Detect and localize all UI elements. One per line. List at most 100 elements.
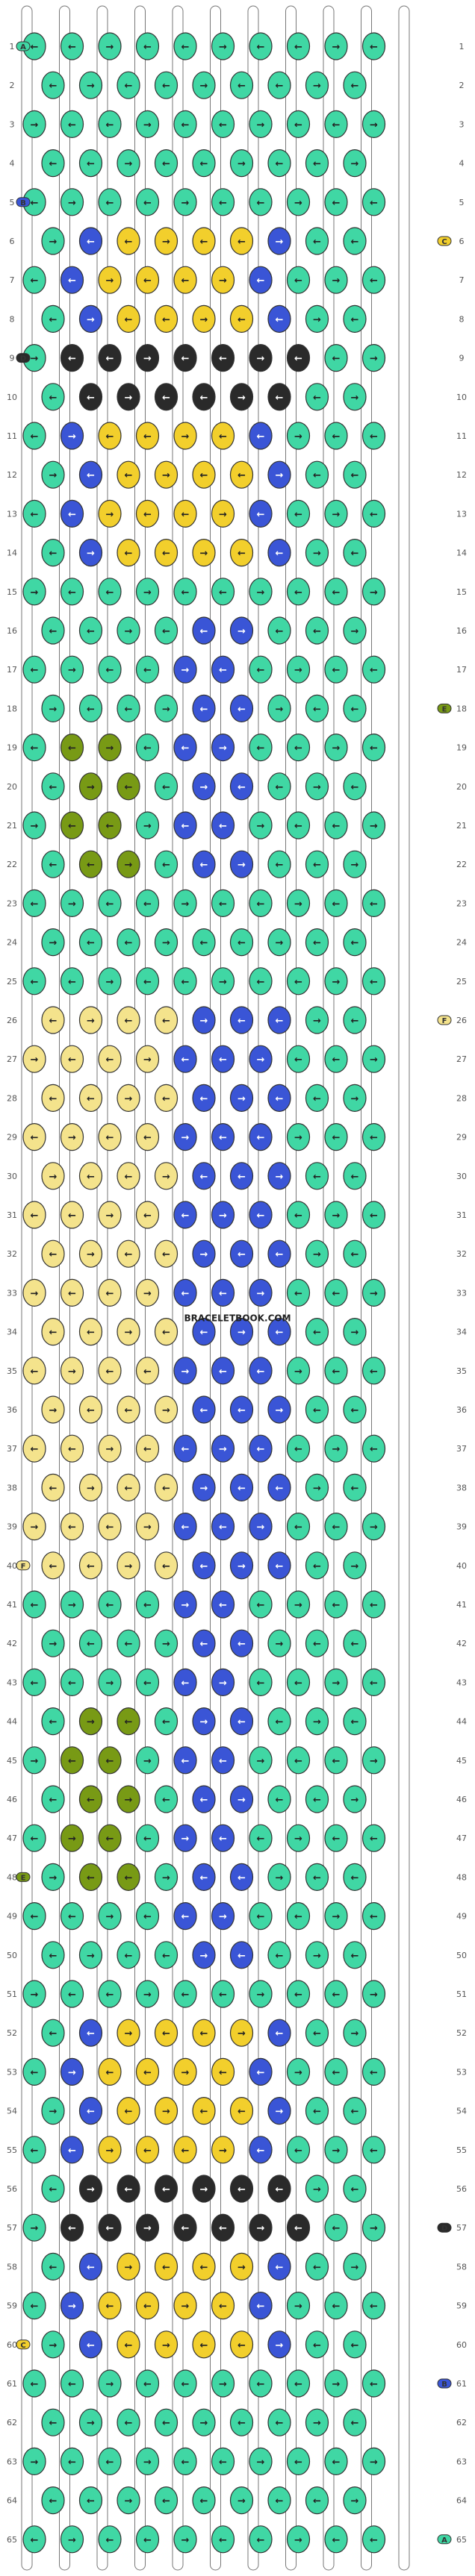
- knot: ←: [173, 1434, 197, 1463]
- knot-arrow: ←: [219, 821, 227, 832]
- knot-arrow: ←: [370, 1600, 378, 1611]
- knot: ←: [211, 1746, 235, 1775]
- knot-arrow: ←: [162, 1795, 170, 1806]
- knot: ←: [98, 1824, 122, 1852]
- knot-arrow: →: [143, 1756, 152, 1767]
- knot-arrow: ←: [143, 1600, 152, 1611]
- knot: ←: [60, 811, 84, 840]
- knot-arrow: ←: [162, 1016, 170, 1027]
- knot-arrow: ←: [332, 2067, 341, 2078]
- knot-arrow: ←: [31, 1600, 39, 1611]
- knot-arrow: →: [143, 587, 152, 598]
- knot-arrow: ←: [125, 548, 133, 560]
- knot: ←: [249, 1201, 273, 1229]
- knot-arrow: →: [238, 393, 246, 404]
- knot: →: [211, 1201, 235, 1229]
- knot: ←: [305, 928, 329, 957]
- knot-arrow: ←: [68, 42, 76, 53]
- knot: ←: [60, 344, 84, 372]
- knot-arrow: →: [181, 2067, 190, 2078]
- knot: ←: [343, 1006, 367, 1034]
- row-label-left: 40: [7, 1561, 17, 1571]
- row-label-left: 10: [7, 393, 17, 402]
- knot: ←: [22, 266, 46, 294]
- knot: ←: [324, 1278, 348, 1307]
- row-label-left: 48: [7, 1872, 17, 1882]
- knot: ←: [286, 2447, 311, 2475]
- knot: →: [98, 1668, 122, 1696]
- knot: ←: [324, 1357, 348, 1385]
- knot: ←: [249, 889, 273, 918]
- knot: ←: [98, 1746, 122, 1775]
- knot-arrow: ←: [181, 1288, 190, 1299]
- knot: →: [22, 110, 46, 138]
- knot: →: [78, 1707, 103, 1736]
- knot-arrow: →: [106, 509, 114, 520]
- knot: ←: [173, 2369, 197, 2398]
- knot-arrow: ←: [49, 548, 58, 560]
- knot: ←: [98, 2213, 122, 2242]
- knot-arrow: →: [219, 42, 227, 53]
- knot: ←: [211, 2213, 235, 2242]
- knot-arrow: →: [238, 860, 246, 871]
- knot: ←: [117, 1863, 140, 1891]
- knot-arrow: ←: [49, 314, 58, 325]
- knot: →: [267, 1629, 291, 1657]
- knot: →: [60, 655, 84, 684]
- knot-arrow: →: [257, 587, 265, 598]
- knot-arrow: ←: [31, 42, 39, 53]
- knot: ←: [154, 2252, 178, 2280]
- knot: →: [22, 1045, 46, 1073]
- row-label-right: 8: [459, 314, 465, 324]
- knot-arrow: →: [87, 1717, 95, 1728]
- knot: ←: [60, 499, 84, 528]
- knot: →: [229, 850, 254, 878]
- knot: →: [305, 1707, 329, 1736]
- knot: →: [60, 889, 84, 918]
- knot-arrow: ←: [31, 509, 39, 520]
- knot: ←: [286, 1278, 311, 1307]
- knot-arrow: ←: [49, 1561, 58, 1572]
- knot: →: [229, 2486, 254, 2515]
- knot: ←: [173, 1512, 197, 1541]
- knot: →: [305, 304, 329, 333]
- knot-arrow: ←: [219, 1833, 227, 1845]
- knot: ←: [305, 1551, 329, 1580]
- knot-arrow: →: [49, 1872, 58, 1883]
- knot-arrow: ←: [276, 1717, 284, 1728]
- knot-arrow: →: [257, 2223, 265, 2234]
- knot-arrow: ←: [351, 1639, 359, 1650]
- knot: ←: [78, 1162, 103, 1190]
- knot-arrow: ←: [125, 2107, 133, 2118]
- knot: →: [361, 1278, 386, 1307]
- knot: ←: [343, 1239, 367, 1268]
- edge-letter: B: [20, 199, 26, 207]
- knot-arrow: ←: [106, 119, 114, 131]
- knot-arrow: →: [370, 1054, 378, 1066]
- knot-arrow: ←: [294, 1756, 302, 1767]
- knot: ←: [192, 149, 216, 178]
- knot-arrow: ←: [219, 2301, 227, 2313]
- knot: →: [343, 1785, 367, 1813]
- knot-arrow: →: [276, 2107, 284, 2118]
- knot-arrow: ←: [238, 237, 246, 248]
- knot-arrow: ←: [332, 821, 341, 832]
- knot-arrow: ←: [370, 431, 378, 443]
- knot-arrow: →: [313, 548, 321, 560]
- knot: ←: [78, 1629, 103, 1657]
- knot-arrow: ←: [257, 1210, 265, 1222]
- knot: ←: [229, 694, 254, 723]
- row-label-left: 36: [7, 1405, 17, 1415]
- knot: ←: [135, 499, 160, 528]
- knot: →: [324, 499, 348, 528]
- knot-arrow: ←: [238, 1717, 246, 1728]
- row-label-left: 20: [7, 782, 17, 792]
- knot-arrow: ←: [276, 2262, 284, 2273]
- knot-arrow: ←: [238, 2340, 246, 2351]
- knot: ←: [343, 694, 367, 723]
- string-strands: [21, 5, 410, 2571]
- knot: →: [343, 149, 367, 178]
- knot-arrow: ←: [238, 548, 246, 560]
- knot-arrow: →: [332, 2379, 341, 2390]
- knot: ←: [22, 967, 46, 995]
